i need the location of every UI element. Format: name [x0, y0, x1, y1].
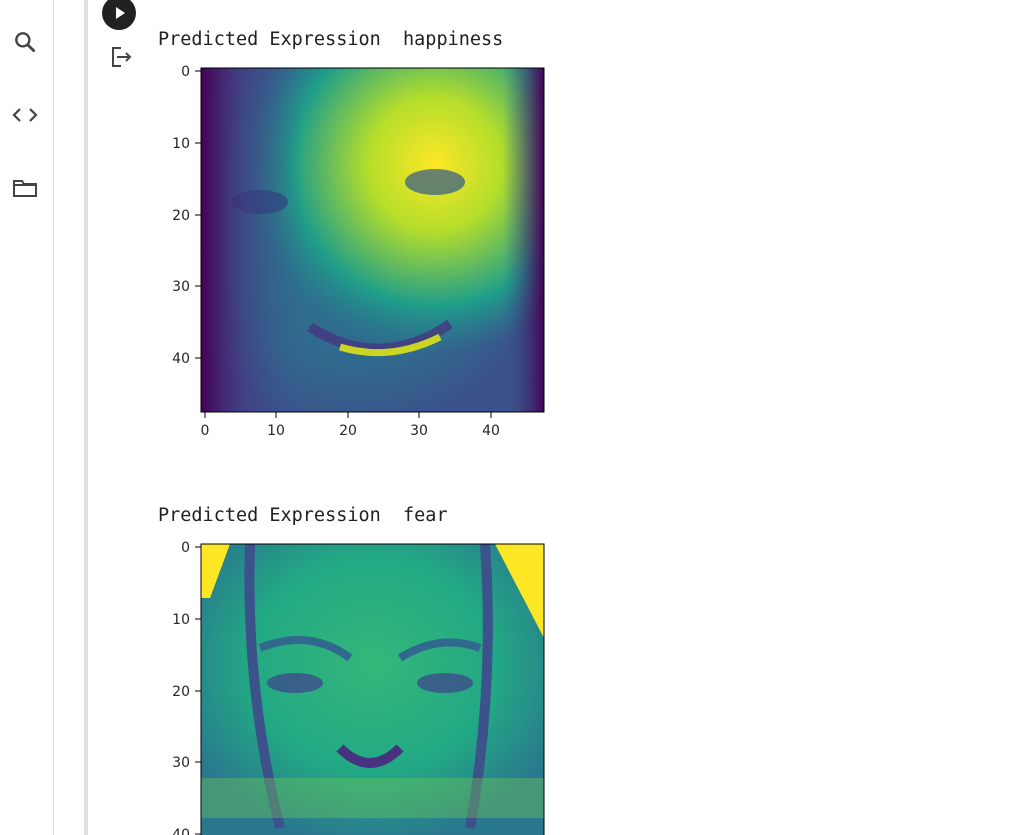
- y-tick-label: 0: [181, 64, 190, 80]
- y-axis-1: 0 10 20 30 40: [172, 64, 201, 367]
- face-plot-1: 0 10 20 30 40 0 10 20 30 40: [172, 64, 545, 439]
- run-cell-button[interactable]: [102, 0, 136, 30]
- y-tick-label: 20: [172, 684, 190, 700]
- y-axis-2: 0 10 20 30 40: [172, 540, 201, 835]
- play-icon: [116, 7, 125, 19]
- y-tick-label: 30: [172, 279, 190, 295]
- prediction-text: Predicted Expression fear: [158, 505, 448, 526]
- output-options-button[interactable]: [106, 42, 136, 72]
- y-tick-label: 10: [172, 612, 190, 628]
- cell-border: [84, 0, 88, 835]
- output-redirect-icon: [112, 47, 132, 67]
- search-button[interactable]: [10, 27, 40, 57]
- x-tick-label: 40: [482, 423, 500, 439]
- prediction-text: Predicted Expression happiness: [158, 29, 504, 50]
- y-tick-label: 30: [172, 755, 190, 771]
- x-tick-label: 0: [201, 423, 210, 439]
- face-image-1: [200, 67, 545, 413]
- y-tick-label: 0: [181, 540, 190, 556]
- face-plot-2: 0 10 20 30 40: [172, 540, 545, 835]
- code-icon: [12, 108, 38, 122]
- x-tick-label: 30: [410, 423, 428, 439]
- y-tick-label: 10: [172, 136, 190, 152]
- y-tick-label: 40: [172, 351, 190, 367]
- face-image-2: [200, 543, 545, 835]
- search-icon: [15, 32, 36, 53]
- y-tick-label: 20: [172, 208, 190, 224]
- x-tick-label: 10: [267, 423, 285, 439]
- code-snippets-button[interactable]: [10, 100, 40, 130]
- files-button[interactable]: [10, 173, 40, 203]
- x-axis-1: 0 10 20 30 40: [201, 412, 500, 439]
- left-sidebar: [0, 0, 54, 835]
- folder-icon: [13, 180, 37, 197]
- y-tick-label: 40: [172, 827, 190, 835]
- x-tick-label: 20: [339, 423, 357, 439]
